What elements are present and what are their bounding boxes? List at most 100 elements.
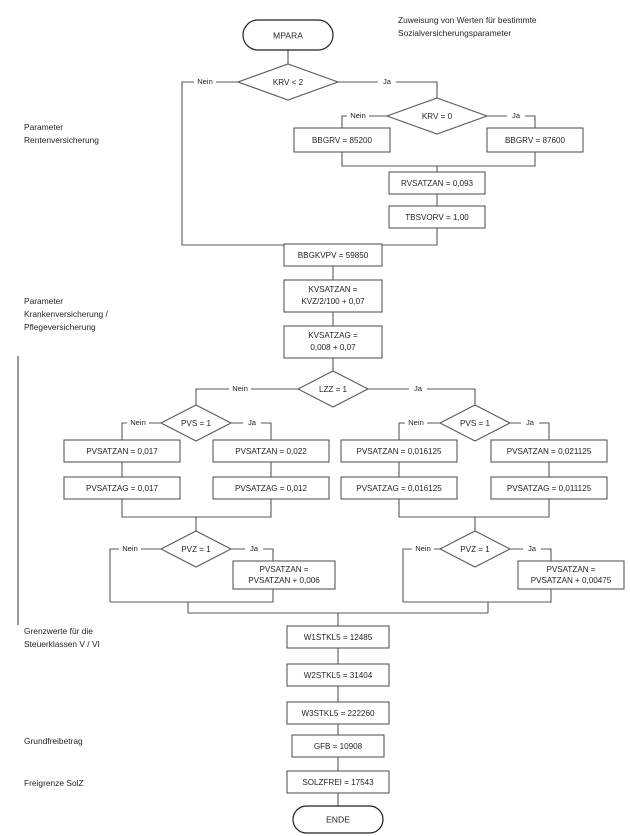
process-pvsatzan-0022[interactable]: PVSATZAN = 0,022 xyxy=(212,439,330,463)
edge-label-krvlt2-no: Nein xyxy=(197,77,213,86)
process-gfb[interactable]: GFB = 10908 xyxy=(291,734,385,758)
edge-label-pvz-left-no: Nein xyxy=(122,544,138,553)
process-shape xyxy=(232,560,336,590)
process-tbsvorv[interactable]: TBSVORV = 1,00 xyxy=(388,205,486,229)
process-shape xyxy=(286,770,390,794)
decision-lzz-eq-1[interactable]: LZZ = 1 xyxy=(296,370,370,408)
process-pvsatzag-0011125[interactable]: PVSATZAG = 0,011125 xyxy=(490,476,608,500)
process-shape xyxy=(286,701,390,725)
decision-label: KRV = 0 xyxy=(422,112,453,121)
process-shape xyxy=(286,663,390,687)
connector-group xyxy=(109,50,552,806)
process-pvsatzag-0012[interactable]: PVSATZAG = 0,012 xyxy=(212,476,330,500)
decision-shape xyxy=(236,63,340,101)
process-pvsatzan-0017[interactable]: PVSATZAN = 0,017 xyxy=(63,439,181,463)
process-label-line-2: KVZ/2/100 + 0,07 xyxy=(301,297,365,306)
decision-pvs-eq-1-right[interactable]: PVS = 1 xyxy=(438,404,512,442)
decision-shape xyxy=(296,370,370,408)
process-shape xyxy=(388,171,486,195)
section-label-grenzwerte-line-2: Steuerklassen V / VI xyxy=(24,639,100,649)
process-label: PVSATZAG = 0,016125 xyxy=(356,484,442,493)
decision-shape xyxy=(159,530,233,568)
process-shape xyxy=(63,439,181,463)
section-label-grenzwerte-line-1: Grenzwerte für die xyxy=(24,626,93,636)
process-kvsatzan[interactable]: KVSATZAN = KVZ/2/100 + 0,07 xyxy=(283,279,383,313)
edge-label-pvz-right-yes: Ja xyxy=(528,544,537,553)
conn-lzz-no xyxy=(195,388,298,405)
decision-shape xyxy=(438,530,512,568)
process-label: PVSATZAG = 0,017 xyxy=(86,484,159,493)
process-shape xyxy=(291,734,385,758)
process-shape xyxy=(212,439,330,463)
edge-label-pvs-left-no: Nein xyxy=(130,418,146,427)
decision-pvs-eq-1-left[interactable]: PVS = 1 xyxy=(159,404,233,442)
node-end[interactable]: ENDE xyxy=(292,805,384,834)
process-shape xyxy=(212,476,330,500)
edge-label-krveq0-yes: Ja xyxy=(512,111,521,120)
process-pvsatzan-0016125[interactable]: PVSATZAN = 0,016125 xyxy=(340,439,458,463)
edge-label-bg xyxy=(523,543,541,555)
conn-pvz-left-merge xyxy=(110,589,274,603)
process-pvsatzan-plus-000475[interactable]: PVSATZAN = PVSATZAN + 0,00475 xyxy=(517,560,625,590)
edge-label-bg xyxy=(127,417,149,429)
decision-label: PVS = 1 xyxy=(181,419,211,428)
process-pvsatzan-plus-0006[interactable]: PVSATZAN = PVSATZAN + 0,006 xyxy=(232,560,336,590)
process-w3stkl5[interactable]: W3STKL5 = 222260 xyxy=(286,701,390,725)
process-bbgrv-85200[interactable]: BBGRV = 85200 xyxy=(293,127,391,153)
process-label: TBSVORV = 1,00 xyxy=(405,213,469,222)
conn-krvlt2-no xyxy=(181,81,284,246)
conn-pvz-right-no xyxy=(402,548,440,602)
decision-pvz-eq-1-left[interactable]: PVZ = 1 xyxy=(159,530,233,568)
process-shape xyxy=(388,205,486,229)
process-rvsatzan[interactable]: RVSATZAN = 0,093 xyxy=(388,171,486,195)
process-pvsatzag-0016125[interactable]: PVSATZAG = 0,016125 xyxy=(340,476,458,500)
process-shape xyxy=(490,476,608,500)
edge-label-pvs-left-yes: Ja xyxy=(248,418,257,427)
process-label: BBGRV = 87600 xyxy=(505,136,565,145)
process-shape xyxy=(486,127,584,153)
process-pvsatzag-0017[interactable]: PVSATZAG = 0,017 xyxy=(63,476,181,500)
decision-krv-lt-2[interactable]: KRV < 2 xyxy=(236,63,340,101)
process-shape xyxy=(283,325,383,359)
process-w2stkl5[interactable]: W2STKL5 = 31404 xyxy=(286,663,390,687)
end-shape xyxy=(292,805,384,834)
process-label: RVSATZAN = 0,093 xyxy=(401,179,473,188)
conn-krveq0-yes xyxy=(487,115,536,128)
process-label-line-1: KVSATZAN = xyxy=(308,285,357,294)
process-solzfrei[interactable]: SOLZFREI = 17543 xyxy=(286,770,390,794)
end-label: ENDE xyxy=(326,814,350,824)
process-bbgkvpv[interactable]: BBGKVPV = 59850 xyxy=(283,243,383,267)
process-shape xyxy=(283,243,383,267)
conn-pvz-right-merge xyxy=(403,589,552,603)
process-shape xyxy=(63,476,181,500)
edge-label-bg xyxy=(194,76,216,88)
process-shape xyxy=(283,279,383,313)
process-kvsatzag[interactable]: KVSATZAG = 0,008 + 0,07 xyxy=(283,325,383,359)
start-shape xyxy=(242,19,334,51)
process-label: PVSATZAN = 0,017 xyxy=(86,447,158,456)
conn-pvs-right-merge xyxy=(398,499,550,518)
section-label-rv-line-1: Parameter xyxy=(24,122,63,132)
process-shape xyxy=(517,560,625,590)
process-label: W1STKL5 = 12485 xyxy=(304,633,373,642)
process-shape xyxy=(490,439,608,463)
process-shape xyxy=(340,476,458,500)
decision-label: PVZ = 1 xyxy=(181,545,211,554)
conn-bbgrv-merge xyxy=(341,152,536,167)
edge-label-lzz-yes: Ja xyxy=(414,384,423,393)
process-label-line-2: PVSATZAN + 0,00475 xyxy=(531,576,612,585)
conn-lzz-yes xyxy=(368,388,476,405)
edge-label-pvs-right-yes: Ja xyxy=(526,418,535,427)
process-label: W3STKL5 = 222260 xyxy=(301,709,375,718)
process-w1stkl5[interactable]: W1STKL5 = 12485 xyxy=(286,625,390,649)
decision-pvz-eq-1-right[interactable]: PVZ = 1 xyxy=(438,530,512,568)
process-shape xyxy=(293,127,391,153)
caption-line-2: Sozialversicherungsparameter xyxy=(398,28,511,38)
process-bbgrv-87600[interactable]: BBGRV = 87600 xyxy=(486,127,584,153)
process-pvsatzan-0021125[interactable]: PVSATZAN = 0,021125 xyxy=(490,439,608,463)
decision-krv-eq-0[interactable]: KRV = 0 xyxy=(385,97,489,135)
edge-label-pvs-right-no: Nein xyxy=(408,418,424,427)
node-start[interactable]: MPARA xyxy=(242,19,334,51)
process-label: SOLZFREI = 17543 xyxy=(302,778,374,787)
